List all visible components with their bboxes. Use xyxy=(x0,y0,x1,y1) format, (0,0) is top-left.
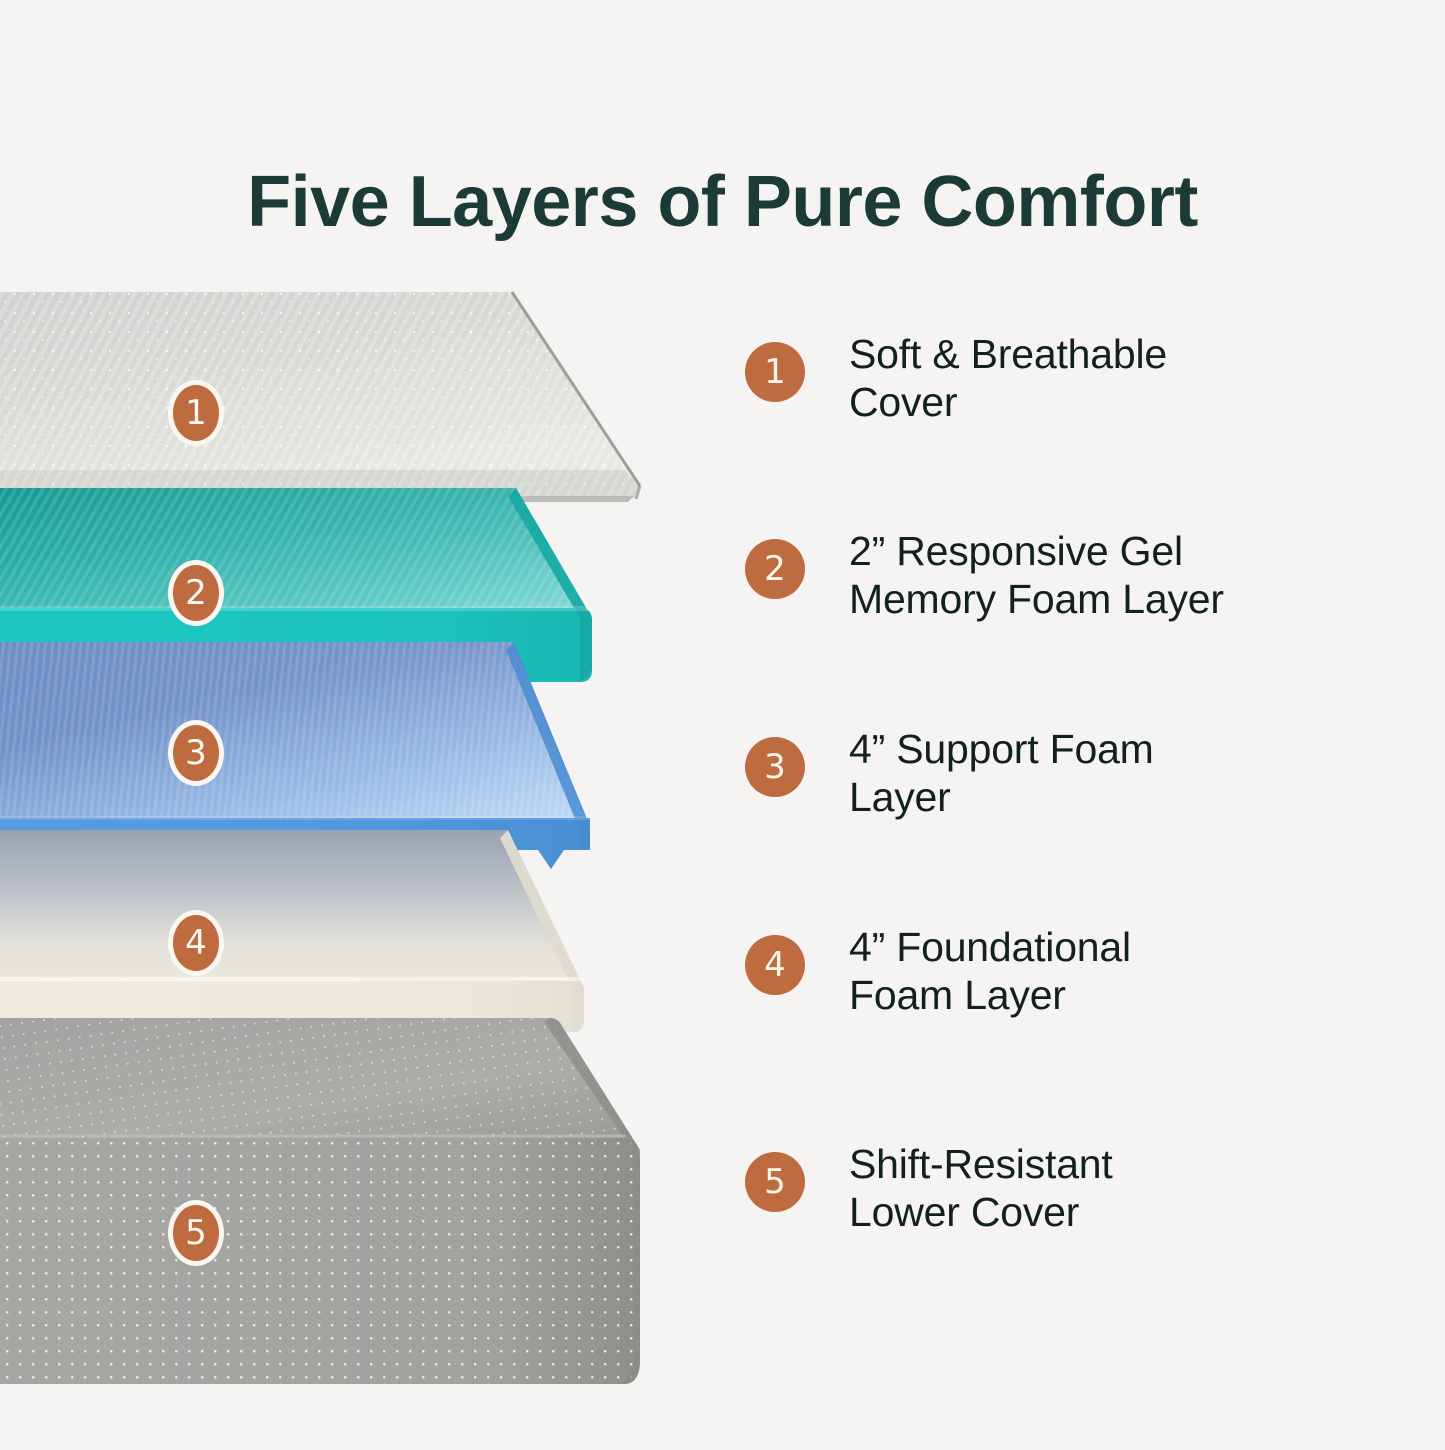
page-title: Five Layers of Pure Comfort xyxy=(247,162,1198,243)
legend-badge-2: 2 xyxy=(745,539,805,599)
legend-label-4: 4” Foundational Foam Layer xyxy=(849,924,1131,1019)
layer-2-shape xyxy=(0,488,592,682)
legend-badge-3: 3 xyxy=(745,737,805,797)
legend-label-5: Shift-Resistant Lower Cover xyxy=(849,1141,1113,1236)
layer-1-shape xyxy=(0,291,642,502)
legend-item-5[interactable]: 5 Shift-Resistant Lower Cover xyxy=(745,1140,1113,1237)
layer-5-shape xyxy=(0,1018,642,1384)
legend-label-3: 4” Support Foam Layer xyxy=(849,726,1154,821)
legend-item-3[interactable]: 3 4” Support Foam Layer xyxy=(745,725,1154,822)
layer-4-shape xyxy=(0,830,584,1032)
legend-badge-1: 1 xyxy=(745,342,805,402)
legend-badge-4: 4 xyxy=(745,935,805,995)
legend-item-4[interactable]: 4 4” Foundational Foam Layer xyxy=(745,923,1131,1020)
legend-item-2[interactable]: 2 2” Responsive Gel Memory Foam Layer xyxy=(745,527,1224,624)
layer-badge-4: 4 xyxy=(168,910,224,976)
legend-label-2: 2” Responsive Gel Memory Foam Layer xyxy=(849,528,1224,623)
layer-badge-2: 2 xyxy=(168,560,224,626)
layer-badge-1: 1 xyxy=(168,380,224,446)
exploded-mattress-diagram: 1 2 3 4 5 xyxy=(0,270,722,1445)
legend-label-1: Soft & Breathable Cover xyxy=(849,331,1167,426)
legend-badge-5: 5 xyxy=(745,1152,805,1212)
layer-badge-5: 5 xyxy=(168,1200,224,1266)
legend-item-1[interactable]: 1 Soft & Breathable Cover xyxy=(745,330,1167,427)
layer-badge-3: 3 xyxy=(168,720,224,786)
